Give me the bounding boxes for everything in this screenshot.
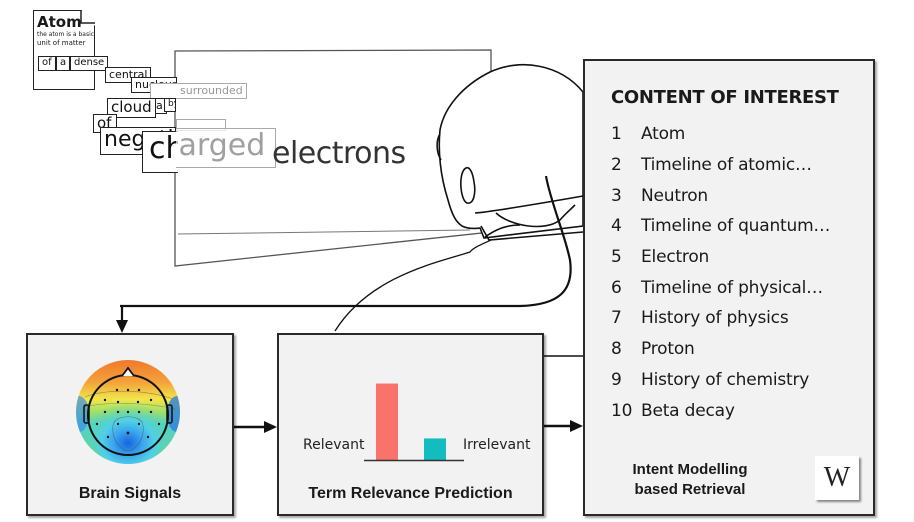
word-chip: by — [164, 98, 176, 112]
item-label: Neutron — [641, 185, 709, 206]
document-subtitle-line: unit of matter — [37, 39, 86, 47]
list-item[interactable]: 4 Timeline of quantum… — [611, 211, 830, 242]
rank: 5 — [611, 247, 622, 268]
list-item[interactable]: 9 History of chemistry — [611, 365, 830, 396]
relevant-label: Relevant — [303, 437, 365, 453]
item-label: Electron — [641, 247, 710, 268]
word-chip-charged: charged — [142, 131, 178, 173]
person-figure — [177, 63, 584, 332]
list-item[interactable]: 6 Timeline of physical… — [611, 272, 830, 303]
word-chip: a — [56, 56, 71, 71]
document-title: Atom — [37, 13, 82, 31]
word-chip-charged-faded: charged — [176, 128, 276, 168]
cable — [120, 175, 572, 308]
rank: 2 — [611, 155, 622, 176]
bar-irrelevant — [424, 438, 446, 460]
item-label: Timeline of quantum… — [641, 216, 831, 237]
eeg-topographic-map-icon — [76, 360, 180, 464]
item-label: History of physics — [641, 308, 789, 329]
rank: 1 — [611, 124, 622, 145]
rank: 4 — [611, 216, 622, 237]
item-label: Beta decay — [641, 400, 735, 421]
word-chip: dense — [70, 56, 109, 71]
word-chip: cloud — [107, 98, 156, 118]
retrieval-label: Intent Modelling based Retrieval — [625, 460, 755, 500]
list-item[interactable]: 1 Atom — [611, 119, 830, 150]
content-of-interest-panel: CONTENT OF INTEREST 1 Atom 2 Timeline of a… — [583, 59, 875, 516]
rank: 9 — [611, 369, 622, 390]
word-chip: surrounded — [150, 83, 247, 99]
irrelevant-label: Irrelevant — [463, 437, 531, 453]
brain-signals-panel: Brain Signals — [26, 333, 234, 516]
rank: 8 — [611, 339, 622, 360]
faded-word-text: charged — [176, 128, 266, 163]
term-relevance-title: Term Relevance Prediction — [308, 485, 513, 502]
retrieval-label-line: based Retrieval — [634, 481, 746, 498]
bar-relevant — [376, 383, 398, 460]
rank: 6 — [611, 277, 622, 298]
item-label: Timeline of physical… — [641, 277, 823, 298]
list-item[interactable]: 5 Electron — [611, 242, 830, 273]
document-card: Atom the atom is a basic unit of matter — [33, 10, 95, 90]
list-item[interactable]: 2 Timeline of atomic… — [611, 150, 830, 181]
term-relevance-panel: Relevant Irrelevant Term Relevance Predi… — [277, 333, 544, 516]
brain-signals-title: Brain Signals — [78, 485, 182, 502]
item-label: History of chemistry — [641, 369, 810, 390]
word-chip: of — [38, 56, 56, 71]
list-item[interactable]: 3 Neutron — [611, 180, 830, 211]
item-label: Atom — [641, 124, 686, 145]
item-label: Proton — [641, 339, 695, 360]
document-subtitle: the atom is a basic unit of matter — [37, 31, 95, 47]
retrieval-label-line: Intent Modelling — [632, 461, 748, 478]
content-of-interest-heading: CONTENT OF INTEREST — [611, 87, 839, 108]
rank: 3 — [611, 185, 622, 206]
list-item[interactable]: 8 Proton — [611, 334, 830, 365]
rank: 7 — [611, 308, 622, 329]
item-label: Timeline of atomic… — [641, 155, 812, 176]
wikipedia-icon[interactable]: W — [815, 456, 859, 500]
rank: 10 — [611, 400, 633, 421]
relevance-bar-chart — [364, 383, 464, 462]
word-chip-text: charged — [149, 131, 178, 166]
list-item[interactable]: 7 History of physics — [611, 303, 830, 334]
document-subtitle-line: the atom is a basic — [37, 31, 95, 38]
current-word: electrons — [272, 136, 406, 171]
list-item[interactable]: 10 Beta decay — [611, 395, 830, 426]
